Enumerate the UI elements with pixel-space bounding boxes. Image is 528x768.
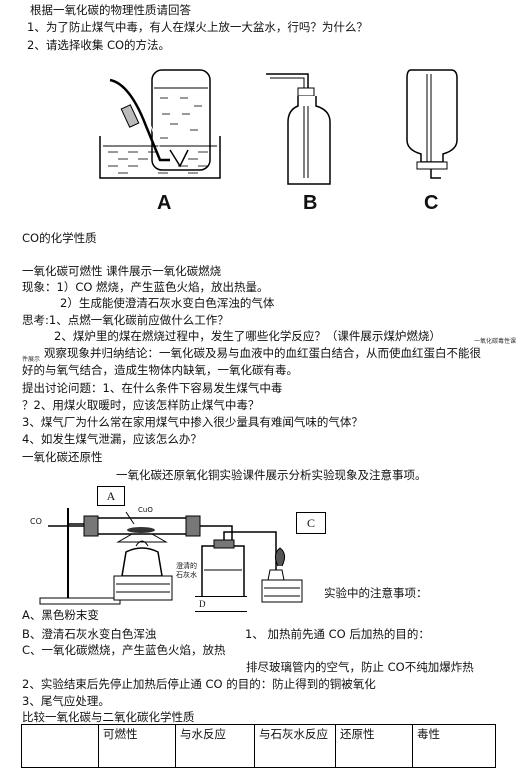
think-2-small: 一氧化碳毒性课 [474, 338, 517, 345]
intro-text: 根据一氧化碳的物理性质请回答 [30, 3, 191, 17]
compare-title: 比较一氧化碳与二氧化碳化学性质 [22, 710, 195, 724]
discussion-1: 提出讨论问题：1、在什么条件下容易发生煤气中毒 [22, 381, 283, 395]
reduction-heading: 一氧化碳还原性 [22, 450, 103, 464]
figure-b-bottle [266, 73, 331, 185]
table-header-cell [21, 724, 99, 768]
figure-a-water-collection [99, 69, 221, 179]
apparatus-label-d: D [195, 596, 247, 612]
table-header-cell: 与水反应 [175, 724, 255, 768]
figure-c-inverted-bottle [406, 69, 458, 179]
table-header-cell: 毒性 [412, 724, 496, 768]
reduction-description: 一氧化碳还原氧化铜实验课件展示分析实验现象及注意事项。 [116, 468, 427, 482]
think-2: 2、煤炉里的煤在燃烧过程中，发生了哪些化学反应？（课件展示煤炉燃烧） [54, 329, 441, 343]
apparatus-box-a: A [97, 486, 125, 506]
apparatus-limewater-2: 石灰水 [176, 571, 197, 579]
figure-label-c: C [424, 192, 439, 214]
table-header-cell: 与石灰水反应 [254, 724, 336, 768]
apparatus-box-c: C [296, 512, 326, 534]
apparatus-cuo-label: CuO [138, 506, 153, 514]
observation-c: C、一氧化碳燃烧，产生蓝色火焰，放热 [22, 643, 226, 657]
discussion-3: 3、煤气厂为什么常在家用煤气中掺入很少量具有难闻气味的气体？ [22, 415, 363, 429]
notes-label: 实验中的注意事项： [324, 586, 428, 600]
figure-label-b: B [303, 192, 318, 214]
discussion-2: ？2、用煤火取暖时，应该怎样防止煤气中毒？ [22, 398, 260, 412]
note-3: 3、尾气应处理。 [22, 694, 110, 708]
combustion-heading: 一氧化碳可燃性 课件展示一氧化碳燃烧 [22, 264, 222, 278]
table-header-cell: 还原性 [335, 724, 413, 768]
apparatus-co-label: CO [30, 517, 42, 526]
observation-b: B、澄清石灰水变白色浑浊 [22, 627, 157, 641]
comparison-table: 可燃性 与水反应 与石灰水反应 还原性 毒性 [21, 724, 496, 768]
question-2: 2、请选择收集 CO的方法。 [27, 38, 171, 52]
discussion-4: 4、如发生煤气泄漏，应该怎么办？ [22, 432, 202, 446]
chem-title: CO的化学性质 [22, 231, 97, 245]
toxic-small: 件展示 [22, 356, 41, 363]
apparatus-limewater-1: 澄清的 [176, 562, 197, 570]
question-1: 1、为了防止煤气中毒，有人在煤火上放一大盆水，行吗？为什么？ [27, 20, 368, 34]
phenomenon-2: 2）生成能使澄清石灰水变白色浑浊的气体 [60, 296, 275, 310]
toxic-text-2: 好的与氧气结合，造成生物体内缺氧，一氧化碳有毒。 [22, 363, 298, 377]
toxic-text-1: 观察现象并归纳结论：一氧化碳及易与血液中的血红蛋白结合，从而使血红蛋白不能很 [44, 346, 481, 360]
note-1-answer: 排尽玻璃管内的空气，防止 CO不纯加爆炸热 [246, 660, 474, 674]
think-1: 思考:1、点燃一氧化碳前应做什么工作？ [22, 313, 229, 327]
figure-label-a: A [157, 192, 172, 214]
note-2: 2、实验结束后先停止加热后停止通 CO 的目的：防止得到的铜被氧化 [22, 677, 376, 691]
observation-a: A、黑色粉末变 [22, 608, 99, 622]
phenomenon-1: 现象：1）CO 燃烧，产生蓝色火焰，放出热量。 [22, 280, 269, 294]
table-header-row: 可燃性 与水反应 与石灰水反应 还原性 毒性 [21, 724, 496, 768]
table-header-cell: 可燃性 [98, 724, 176, 768]
note-1: 1、 加热前先通 CO 后加热的目的： [245, 627, 430, 641]
co-reduction-apparatus [39, 508, 303, 605]
